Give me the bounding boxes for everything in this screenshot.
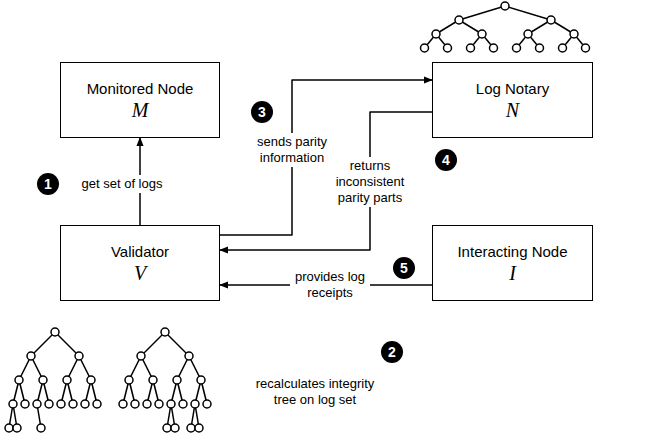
tree-vertex	[197, 376, 205, 384]
tree-vertex	[119, 400, 127, 408]
tree-vertex	[203, 400, 211, 408]
tree-vertex	[21, 400, 29, 408]
tree-edge	[31, 332, 55, 356]
tree-edge	[165, 332, 189, 356]
tree-vertex	[187, 424, 195, 432]
tree-vertex	[93, 400, 101, 408]
tree-vertex	[39, 376, 47, 384]
tree-vertex	[33, 400, 41, 408]
edge-label: returns inconsistent parity parts	[327, 157, 413, 207]
tree-vertex	[13, 424, 21, 432]
step-note: recalculates integrity tree on log set	[249, 376, 381, 408]
tree-vertex	[163, 424, 171, 432]
connector-arrow	[220, 80, 432, 235]
tree-vertex	[467, 44, 475, 52]
edge-label: sends parity information	[246, 133, 338, 167]
tree-vertex	[5, 424, 13, 432]
edge-label: provides log receipts	[290, 268, 370, 302]
node-symbol: N	[506, 98, 519, 122]
tree-edge	[505, 6, 551, 20]
callout-number: 5	[393, 257, 415, 279]
callout-number: 1	[37, 173, 59, 195]
node-name: Validator	[111, 242, 169, 261]
tree-vertex	[191, 400, 199, 408]
tree-edge	[55, 332, 79, 356]
tree-vertex	[37, 424, 45, 432]
tree-edge	[459, 6, 505, 20]
tree-vertex	[69, 400, 77, 408]
connector-arrow	[220, 112, 432, 250]
process-box: Interacting NodeI	[432, 225, 593, 301]
tree-vertex	[45, 400, 53, 408]
tree-vertex	[524, 30, 532, 38]
tree-vertex	[131, 400, 139, 408]
node-name: Interacting Node	[457, 242, 567, 261]
tree-vertex	[143, 400, 151, 408]
node-symbol: M	[132, 98, 149, 122]
tree-vertex	[15, 376, 23, 384]
tree-vertex	[81, 400, 89, 408]
tree-vertex	[87, 376, 95, 384]
tree-vertex	[444, 44, 452, 52]
tree-vertex	[455, 16, 463, 24]
tree-vertex	[501, 2, 509, 10]
tree-vertex	[171, 424, 179, 432]
tree-vertex	[570, 30, 578, 38]
process-box: Monitored NodeM	[60, 62, 220, 138]
tree-vertex	[179, 400, 187, 408]
tree-vertex	[75, 352, 83, 360]
tree-vertex	[432, 30, 440, 38]
tree-vertex	[149, 376, 157, 384]
tree-vertex	[195, 424, 203, 432]
node-symbol: I	[509, 261, 516, 285]
tree-vertex	[27, 352, 35, 360]
tree-vertex	[582, 44, 590, 52]
tree-vertex	[559, 44, 567, 52]
node-symbol: V	[134, 261, 146, 285]
node-name: Log Notary	[476, 79, 549, 98]
callout-number: 2	[381, 341, 403, 363]
tree-vertex	[478, 30, 486, 38]
tree-vertex	[9, 400, 17, 408]
tree-vertex	[57, 400, 65, 408]
tree-vertex	[167, 400, 175, 408]
tree-vertex	[155, 400, 163, 408]
tree-vertex	[125, 376, 133, 384]
tree-vertex	[513, 44, 521, 52]
tree-vertex	[173, 376, 181, 384]
tree-vertex	[161, 328, 169, 336]
tree-vertex	[490, 44, 498, 52]
tree-vertex	[51, 328, 59, 336]
node-name: Monitored Node	[87, 79, 194, 98]
process-box: Log NotaryN	[432, 62, 593, 138]
process-box: ValidatorV	[60, 225, 220, 301]
tree-vertex	[536, 44, 544, 52]
tree-vertex	[137, 352, 145, 360]
edge-label: get set of logs	[70, 175, 174, 193]
tree-edge	[141, 332, 165, 356]
tree-vertex	[63, 376, 71, 384]
tree-vertex	[547, 16, 555, 24]
tree-vertex	[185, 352, 193, 360]
tree-vertex	[421, 44, 429, 52]
callout-number: 4	[435, 149, 457, 171]
callout-number: 3	[251, 101, 273, 123]
